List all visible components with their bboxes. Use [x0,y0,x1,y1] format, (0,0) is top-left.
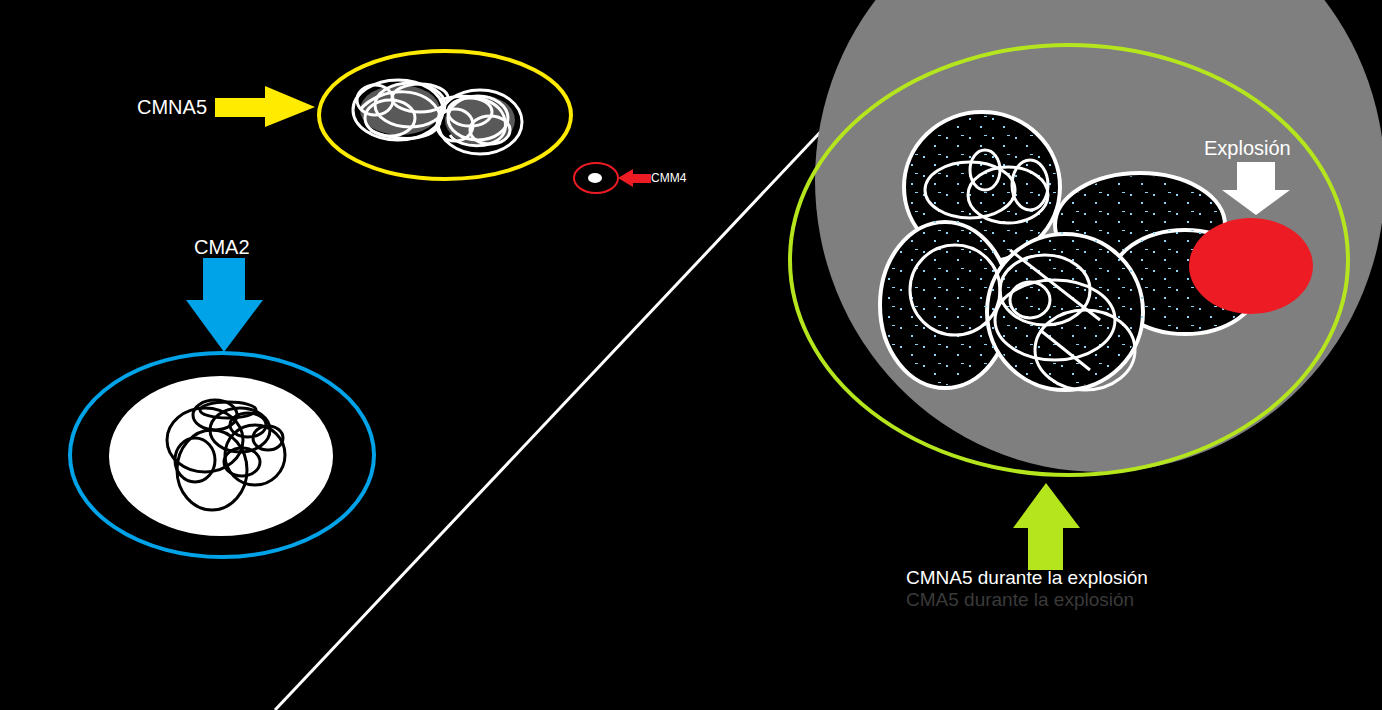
explosion-scene [790,0,1382,475]
scene-caption: CMNA5 durante la explosión [906,568,1148,589]
cmna5-cluster [319,51,571,179]
cmm4-arrow [618,169,651,187]
cmm4-cluster [574,163,618,193]
cluster-label: CMM4 [651,172,686,185]
cmna5-arrow [215,86,315,127]
ghost-caption: CMA5 durante la explosión [906,590,1134,611]
cluster-label: CMNA5 [137,96,207,118]
cma2-cluster [70,353,374,557]
scene-arrow [1013,483,1080,570]
cma2-arrow [186,258,263,352]
cluster-label: CMA2 [194,236,250,258]
event-label: Explosión [1204,137,1291,159]
explosion-arrow [1222,162,1290,215]
